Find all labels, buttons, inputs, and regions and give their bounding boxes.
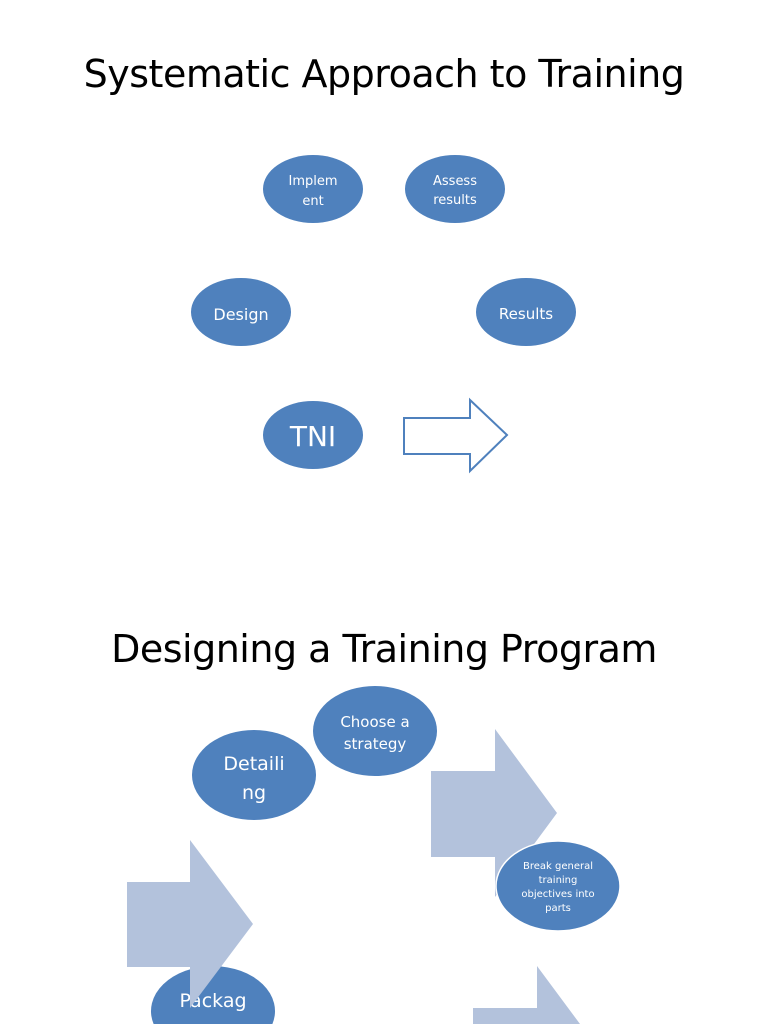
node-implement: Implem ent (263, 155, 363, 223)
node-label: Packag (179, 990, 246, 1012)
node-label: ent (302, 194, 323, 209)
slide1-title: Systematic Approach to Training (83, 52, 685, 96)
node-label: Design (213, 305, 268, 324)
node-choose-strategy: Choose a strategy (313, 686, 437, 776)
node-label: TNI (289, 420, 336, 453)
node-label: Detaili (223, 753, 284, 775)
node-label: results (433, 193, 477, 208)
node-label: ng (242, 782, 266, 804)
node-label: Results (499, 305, 553, 323)
arrow-right-icon (473, 966, 580, 1024)
node-label: Break general (523, 861, 593, 872)
node-break-objectives: Break general training objectives into p… (495, 840, 621, 932)
arrow-right-icon (127, 840, 253, 1008)
node-results: Results (476, 278, 576, 346)
node-label: strategy (344, 735, 407, 753)
node-design: Design (191, 278, 291, 346)
node-label: Assess (433, 174, 477, 189)
node-label: objectives into (521, 889, 594, 900)
slide2-title: Designing a Training Program (111, 627, 657, 671)
node-label: Choose a (340, 713, 409, 731)
node-detailing: Detaili ng (192, 730, 316, 820)
node-assess-results: Assess results (405, 155, 505, 223)
node-label: parts (545, 903, 571, 914)
node-label: training (539, 875, 578, 886)
node-tni: TNI (263, 401, 363, 469)
node-label: Implem (288, 174, 337, 189)
outline-arrow-icon (403, 397, 509, 474)
